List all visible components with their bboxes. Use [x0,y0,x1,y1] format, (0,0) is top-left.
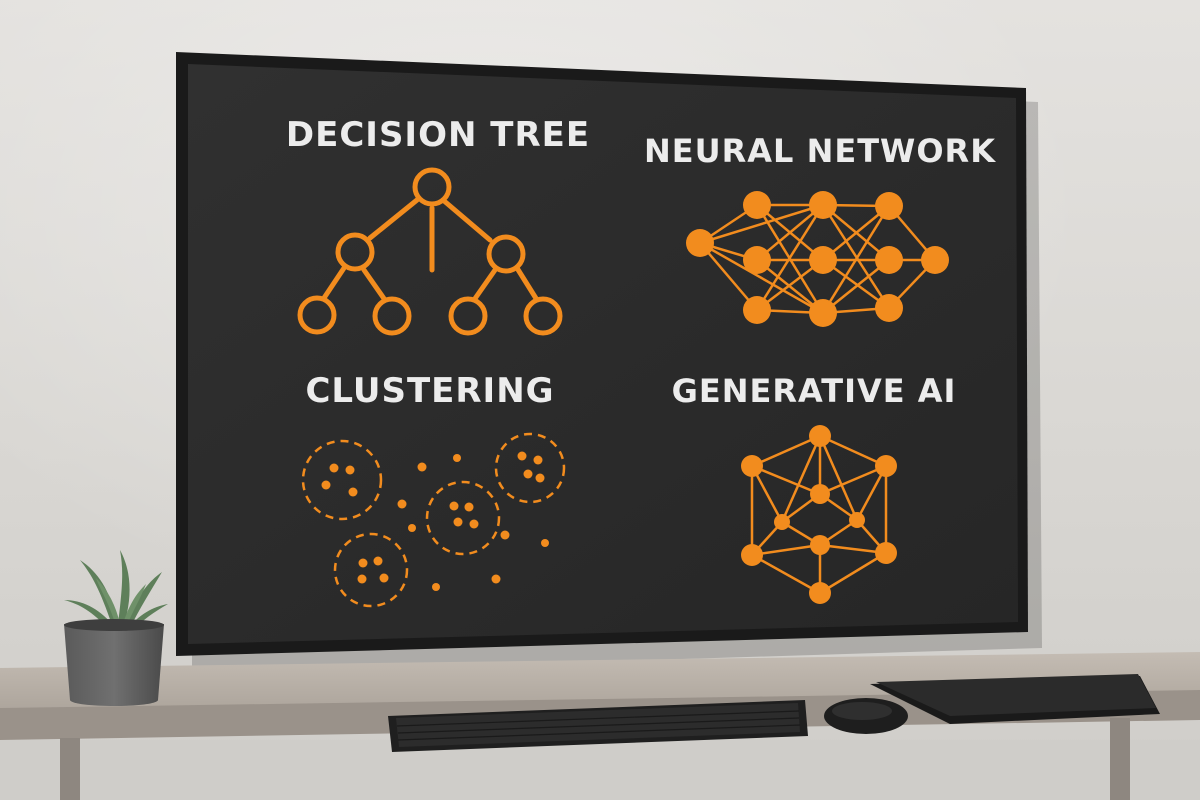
panel-title-clustering: CLUSTERING [305,371,554,411]
nn-node [875,246,903,274]
nn-node [875,294,903,322]
panel-title-neural-network: NEURAL NETWORK [644,132,996,170]
nn-node [809,246,837,274]
nn-node [809,299,837,327]
nn-node [743,246,771,274]
panel-title-decision-tree: DECISION TREE [286,115,590,155]
nn-input-node [686,229,714,257]
floor-area [0,740,1200,800]
panel-title-generative-ai: GENERATIVE AI [672,372,957,410]
desk-leg [1110,718,1130,800]
plant-icon [64,550,168,706]
mouse-icon [824,698,908,734]
nn-node [743,296,771,324]
nn-output-node [921,246,949,274]
nn-node [743,191,771,219]
desk-leg [60,738,80,800]
nn-node [875,192,903,220]
nn-node [809,191,837,219]
